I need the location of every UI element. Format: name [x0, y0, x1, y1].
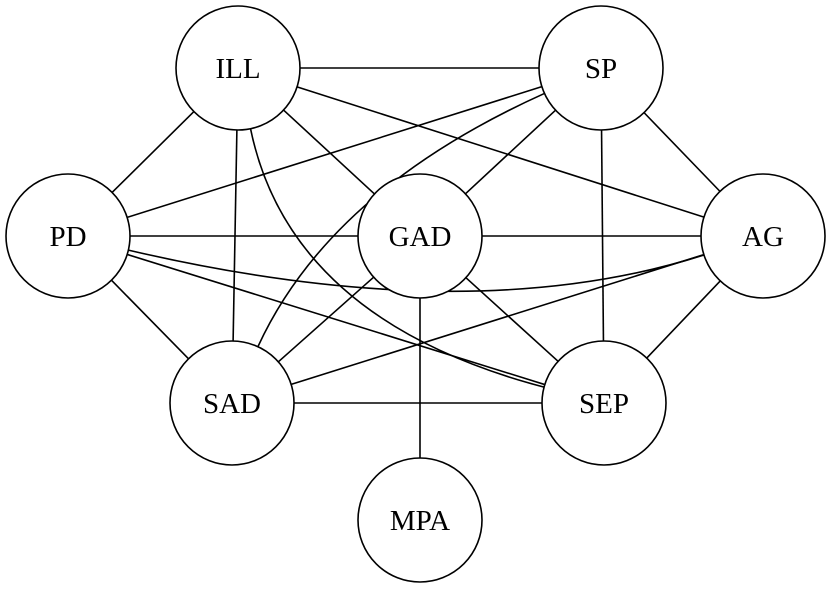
edge-ill-pd	[111, 111, 195, 193]
node-circle	[541, 340, 667, 466]
node-label: SEP	[579, 388, 629, 420]
node-label: PD	[49, 221, 86, 253]
node-ill: ILL	[175, 5, 301, 131]
node-circle	[5, 173, 131, 299]
edge-ill-sep	[249, 128, 545, 388]
node-circle	[700, 173, 826, 299]
node-sad: SAD	[169, 340, 295, 466]
node-label: MPA	[390, 505, 450, 537]
node-sp: SP	[538, 5, 664, 131]
edge-gad-sad	[277, 276, 375, 363]
edge-sp-gad	[464, 109, 557, 195]
node-circle	[357, 457, 483, 583]
node-ag: AG	[700, 173, 826, 299]
edge-pd-sad	[110, 279, 190, 360]
node-sep: SEP	[541, 340, 667, 466]
node-pd: PD	[5, 173, 131, 299]
edge-sp-ag	[643, 112, 721, 192]
node-circle	[538, 5, 664, 131]
edge-ag-sad	[290, 253, 705, 386]
node-circle	[169, 340, 295, 466]
graph-nodes: ILL SP PD GAD AG SAD SEP MPA	[5, 5, 826, 583]
edge-sp-pd	[126, 85, 543, 219]
node-circle	[357, 173, 483, 299]
graph-edges	[110, 67, 721, 458]
node-mpa: MPA	[357, 457, 483, 583]
node-label: ILL	[215, 53, 260, 85]
edge-pd-sep	[126, 253, 546, 386]
node-label: SP	[585, 53, 617, 85]
node-label: GAD	[389, 221, 452, 253]
edge-gad-sep	[465, 277, 559, 362]
edge-ill-ag	[296, 86, 705, 218]
edge-ill-gad	[283, 109, 375, 195]
node-label: AG	[742, 221, 784, 253]
node-gad: GAD	[357, 173, 483, 299]
node-label: SAD	[203, 388, 261, 420]
edge-ag-sep	[646, 280, 721, 359]
node-circle	[175, 5, 301, 131]
